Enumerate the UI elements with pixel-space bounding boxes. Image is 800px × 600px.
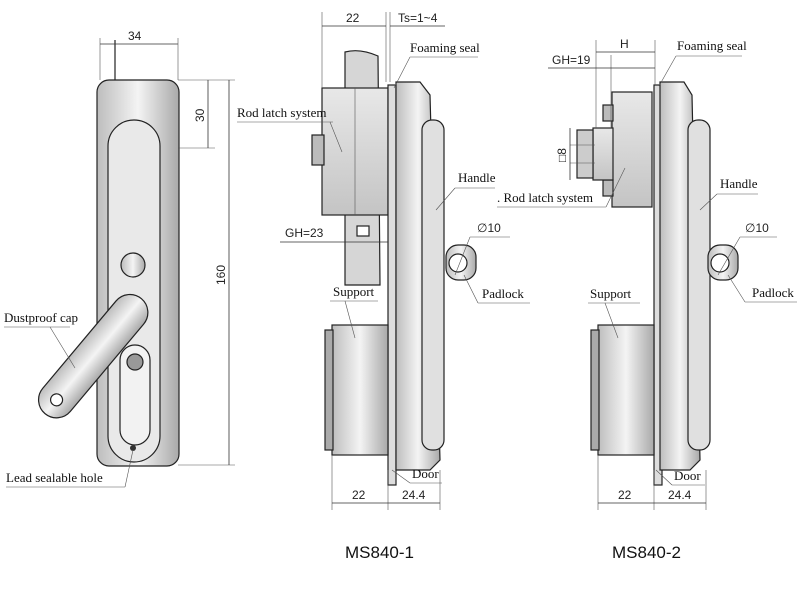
caption-ms840-1: MS840-1: [345, 543, 414, 562]
label-rod-latch-system: Rod latch system: [237, 105, 327, 120]
dim-gh-2: GH=19: [552, 53, 591, 67]
latch-cylinder: [592, 127, 614, 181]
dim-ts: Ts=1~4: [398, 11, 438, 25]
dim-diameter-2: ∅10: [745, 221, 769, 235]
dim-24-4: 24.4: [402, 488, 426, 502]
side-view-ms840-2: H GH=19 Foaming seal □8 . Rod latch syst…: [497, 37, 797, 562]
caption-ms840-2: MS840-2: [612, 543, 681, 562]
nut: [311, 134, 325, 166]
label-rod-latch-system-2: . Rod latch system: [497, 190, 593, 205]
label-door: Door: [412, 466, 439, 481]
label-foaming-seal-2: Foaming seal: [677, 38, 747, 53]
label-door-2: Door: [674, 468, 701, 483]
support-block-2: [597, 324, 655, 456]
label-padlock-2: Padlock: [752, 285, 794, 300]
label-support: Support: [333, 284, 375, 299]
square-key: [576, 129, 594, 179]
label-dustproof-cap: Dustproof cap: [4, 310, 78, 325]
dim-square: □8: [555, 148, 569, 162]
dim-h: H: [620, 37, 629, 51]
dim-22-top: 22: [346, 11, 360, 25]
dim-top: 30: [193, 108, 207, 122]
dim-diameter: ∅10: [477, 221, 501, 235]
dustproof-cap-part: [37, 293, 149, 419]
knob: [120, 252, 146, 278]
support-block: [331, 324, 389, 456]
dim-width: 34: [128, 29, 142, 43]
dim-24-4-2: 24.4: [668, 488, 692, 502]
dim-22-bottom: 22: [352, 488, 366, 502]
front-view: 34 30 160 Dustproof cap Lead sealable ho…: [4, 29, 235, 488]
side-view-ms840-1: 22 Ts=1~4 Foaming seal Rod latch system …: [237, 11, 530, 562]
rod-latch-flange: [611, 91, 653, 208]
dim-22-bottom-2: 22: [618, 488, 632, 502]
label-foaming-seal: Foaming seal: [410, 40, 480, 55]
keyhole-icon: [126, 353, 144, 371]
label-handle-2: Handle: [720, 176, 758, 191]
lead-seal-hole: [130, 445, 136, 451]
dim-height: 160: [214, 265, 228, 285]
label-lead-sealable-hole: Lead sealable hole: [6, 470, 103, 485]
label-padlock: Padlock: [482, 286, 524, 301]
keyhole-plate: [119, 344, 151, 446]
dim-gh: GH=23: [285, 226, 324, 240]
door-panel: [387, 84, 397, 486]
label-support-2: Support: [590, 286, 632, 301]
label-handle: Handle: [458, 170, 496, 185]
